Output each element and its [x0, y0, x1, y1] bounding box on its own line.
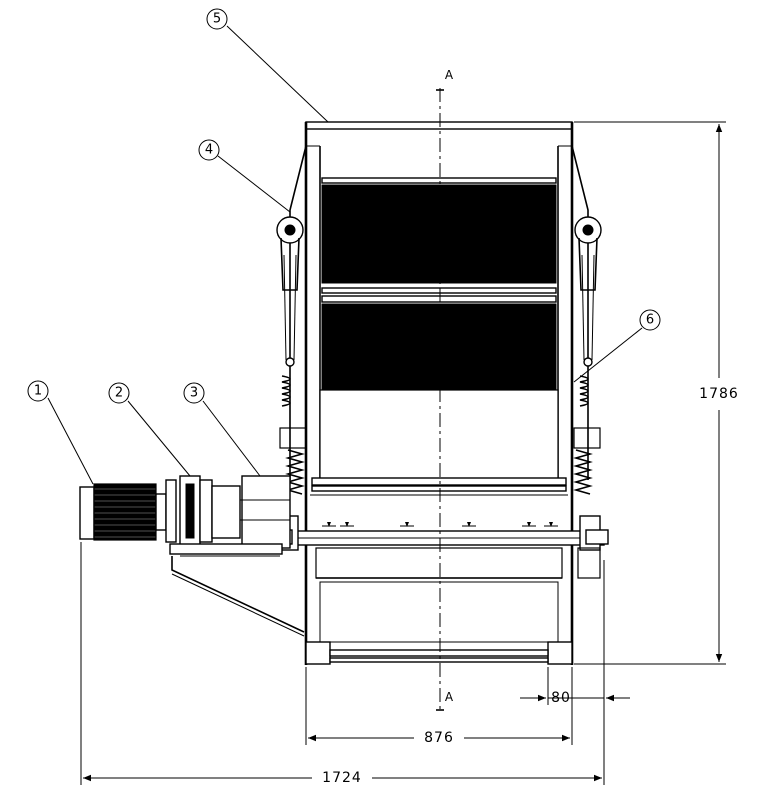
callout-label-6: 6: [646, 313, 654, 328]
callout-label-1: 1: [34, 384, 42, 399]
callout-4: 4: [198, 139, 291, 213]
dimension-inner-width: 876: [305, 667, 573, 746]
callout-label-4: 4: [205, 143, 213, 158]
callout-2: 2: [108, 382, 191, 477]
dimension-overall-width: 1724: [80, 542, 602, 786]
motor: [79, 483, 167, 541]
callout-5: 5: [206, 8, 329, 123]
dimension-offset-value: 80: [551, 690, 571, 706]
callout-label-5: 5: [213, 12, 221, 27]
callout-label-2: 2: [115, 386, 123, 401]
callout-6: 6: [573, 309, 661, 383]
transverse-bars: [285, 477, 605, 665]
section-label-top: A: [445, 68, 454, 82]
dimension-overall-width-value: 1724: [322, 770, 362, 786]
coupling: [165, 475, 213, 547]
gearbox: [211, 475, 291, 549]
callout-3: 3: [183, 382, 261, 477]
callout-label-3: 3: [190, 386, 198, 401]
drive-bracket: [169, 543, 305, 637]
dimension-inner-width-value: 876: [424, 730, 454, 746]
dimension-height-value: 1786: [699, 386, 739, 402]
screen-panels: [319, 177, 559, 483]
section-label-bottom: A: [445, 690, 454, 704]
dimension-offset: 80: [520, 560, 630, 785]
callout-1: 1: [27, 380, 94, 485]
section-line: [436, 88, 444, 712]
dimension-height: 1786: [574, 121, 739, 665]
right-spring-assembly: [573, 216, 609, 579]
